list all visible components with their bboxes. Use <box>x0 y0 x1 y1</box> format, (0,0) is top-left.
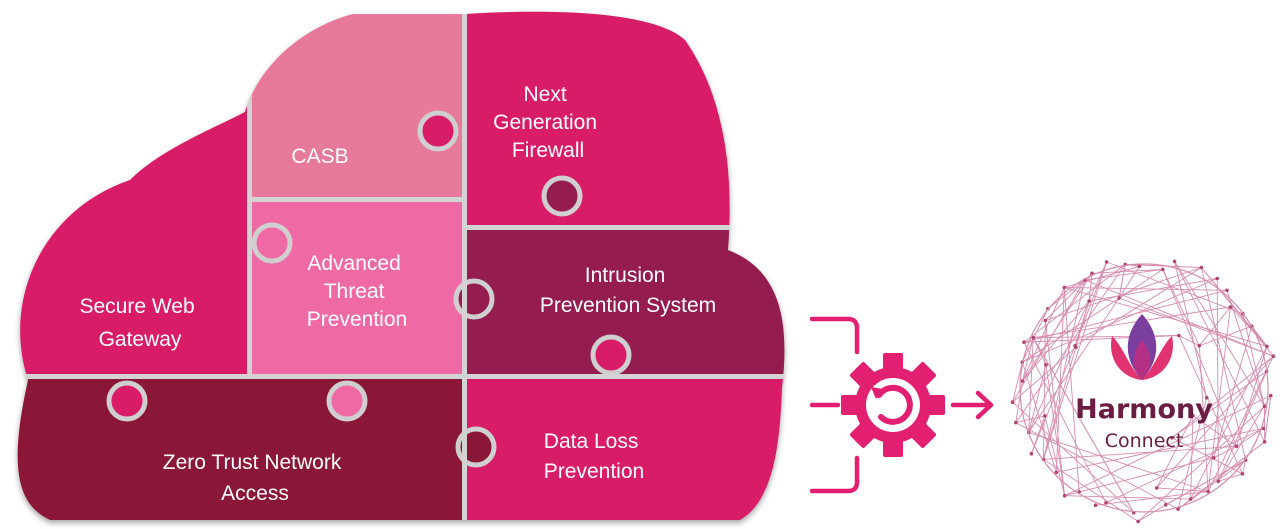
arrow-right-icon <box>950 390 994 420</box>
label-intrusion-prevention-system: Intrusion Prevention System <box>540 264 716 317</box>
piece-casb <box>252 11 462 197</box>
connector-lines <box>809 316 860 494</box>
label-secure-web-gateway: Secure Web Gateway <box>79 295 200 351</box>
gear-icon <box>841 353 945 457</box>
puzzle-seams <box>17 11 785 520</box>
piece-data-loss-prevention <box>467 379 785 520</box>
label-zero-trust-network-access: Zero Trust Network Access <box>163 451 347 505</box>
logo-name: Harmony <box>1075 394 1213 425</box>
label-advanced-threat-prevention: Advanced Threat Prevention <box>307 252 407 331</box>
network-globe-icon <box>1010 259 1276 524</box>
label-data-loss-prevention: Data Loss Prevention <box>544 430 644 483</box>
piece-zero-trust-network-access <box>17 379 462 520</box>
logo-subtitle: Connect <box>1105 430 1184 452</box>
lotus-icon <box>1111 314 1173 380</box>
harmony-connect-logo: Harmony Connect <box>1010 259 1276 524</box>
label-casb: CASB <box>291 145 348 168</box>
piece-labels: CASB Next Generation Firewall Secure Web… <box>79 83 716 505</box>
label-next-generation-firewall: Next Generation Firewall <box>493 83 603 162</box>
